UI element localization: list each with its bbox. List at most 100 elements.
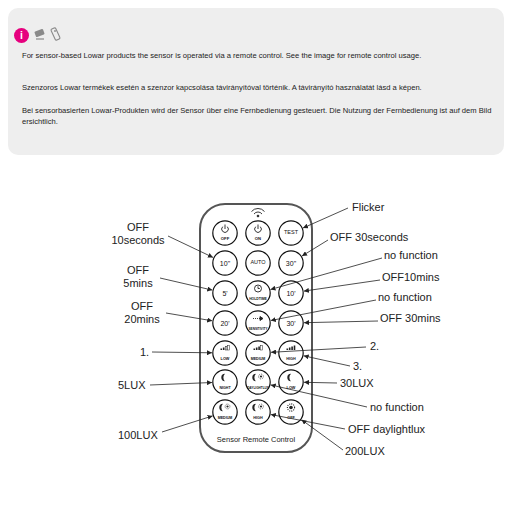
button-circle	[213, 311, 237, 335]
callout-text: 5LUX	[118, 379, 146, 392]
button-circle	[213, 281, 237, 305]
remote-button: MEDIUM	[245, 340, 271, 366]
button-circle	[246, 221, 270, 245]
button-circle	[213, 341, 237, 365]
button-circle	[246, 281, 270, 305]
button-label: SENSITIVITY	[245, 310, 271, 336]
remote-button: LOW	[278, 369, 304, 395]
button-circle	[246, 311, 270, 335]
button-circle	[246, 251, 270, 275]
button-circle	[279, 370, 303, 394]
remote-button: HOLDTIME	[245, 280, 271, 306]
button-circle	[278, 399, 304, 425]
note-text: For sensor-based Lowar products the sens…	[22, 50, 492, 61]
button-label: HIGH	[278, 340, 304, 366]
remote-button: 10"	[212, 250, 238, 276]
button-label: HIGH	[245, 399, 271, 425]
button-circle	[279, 221, 303, 245]
device-label: Sensor Remote Control	[201, 435, 311, 444]
leader-line	[304, 321, 378, 323]
button-label: OFF	[278, 399, 304, 425]
button-circle	[212, 369, 238, 395]
callout-text: OFF daylightlux	[348, 423, 425, 436]
callout-text: OFF 10seconds	[108, 221, 168, 247]
button-circle	[212, 399, 238, 425]
callout-text: OFF 30mins	[380, 312, 441, 325]
remote-button: 30"	[278, 250, 304, 276]
callout-text: no function	[370, 401, 424, 414]
icon-letter: i	[14, 28, 29, 43]
button-circle	[245, 310, 271, 336]
button-circle	[213, 400, 237, 424]
button-label: 20'	[212, 310, 238, 336]
remote-button: OFF	[278, 399, 304, 425]
remote-button: AUTO	[245, 250, 271, 276]
leader-line	[304, 280, 380, 291]
button-label: OFF	[212, 220, 238, 246]
remote-button: DAYLIGHTLUX	[245, 369, 271, 395]
button-label: 10'	[278, 280, 304, 306]
button-label: TEST	[278, 220, 304, 246]
callout-text: OFF 30seconds	[330, 231, 408, 244]
remote-button: MEDIUM	[212, 399, 238, 425]
button-circle	[279, 400, 303, 424]
remote-button: 30'	[278, 310, 304, 336]
button-circle	[246, 400, 270, 424]
callout-text: 1.	[140, 346, 149, 359]
button-label: 30'	[278, 310, 304, 336]
callout-text: no function	[384, 249, 438, 262]
remote-button: NIGHT	[212, 369, 238, 395]
note-text: Bei sensorbasierten Lowar-Produkten wird…	[22, 105, 500, 127]
remote-button: HIGH	[278, 340, 304, 366]
button-circle	[279, 251, 303, 275]
button-circle	[213, 221, 237, 245]
button-label: MEDIUM	[245, 340, 271, 366]
remote-body: OFF ON TEST 10" AUTO 30" 5' HOLDTIME 10' 20' SENSI…	[199, 203, 313, 453]
callout-text: OFF10mins	[382, 271, 439, 284]
callout-text: 100LUX	[118, 429, 158, 442]
callout-text: 3.	[353, 360, 362, 373]
button-label: 5'	[212, 280, 238, 306]
remote-button: 5'	[212, 280, 238, 306]
callout-text: OFF 20mins	[120, 300, 164, 326]
button-label: LOW	[278, 369, 304, 395]
button-circle	[279, 341, 303, 365]
button-circle	[278, 340, 304, 366]
button-circle	[246, 370, 270, 394]
button-circle	[246, 341, 270, 365]
button-label: LOW	[212, 340, 238, 366]
button-circle	[279, 281, 303, 305]
button-label: DAYLIGHTLUX	[245, 369, 271, 395]
button-label: AUTO	[245, 250, 271, 276]
button-circle	[212, 340, 238, 366]
button-circle	[245, 340, 271, 366]
badge-circle	[14, 28, 29, 43]
callout-text: OFF 5mins	[118, 264, 158, 290]
callout-text: 200LUX	[345, 445, 385, 458]
remote-button: 10'	[278, 280, 304, 306]
remote-button: LOW	[212, 340, 238, 366]
remote-button: 20'	[212, 310, 238, 336]
button-circle	[279, 311, 303, 335]
info-icon: i	[14, 28, 29, 43]
button-circle	[213, 251, 237, 275]
info-panel: iFor sensor-based Lowar products the sen…	[8, 8, 504, 155]
remote-button: SENSITIVITY	[245, 310, 271, 336]
remote-button: HIGH	[245, 399, 271, 425]
button-circle	[213, 370, 237, 394]
button-label: NIGHT	[212, 369, 238, 395]
button-label: 30"	[278, 250, 304, 276]
callout-text: 30LUX	[340, 377, 374, 390]
callout-text: 2.	[370, 340, 379, 353]
button-circle	[245, 369, 271, 395]
button-circle	[278, 369, 304, 395]
button-label: HOLDTIME	[245, 280, 271, 306]
button-circle	[212, 220, 238, 246]
button-label: 10"	[212, 250, 238, 276]
button-circle	[245, 280, 271, 306]
button-label: ON	[245, 220, 271, 246]
button-circle	[245, 220, 271, 246]
note-text: Szenzoros Lowar termékek esetén a szenzo…	[22, 82, 492, 93]
